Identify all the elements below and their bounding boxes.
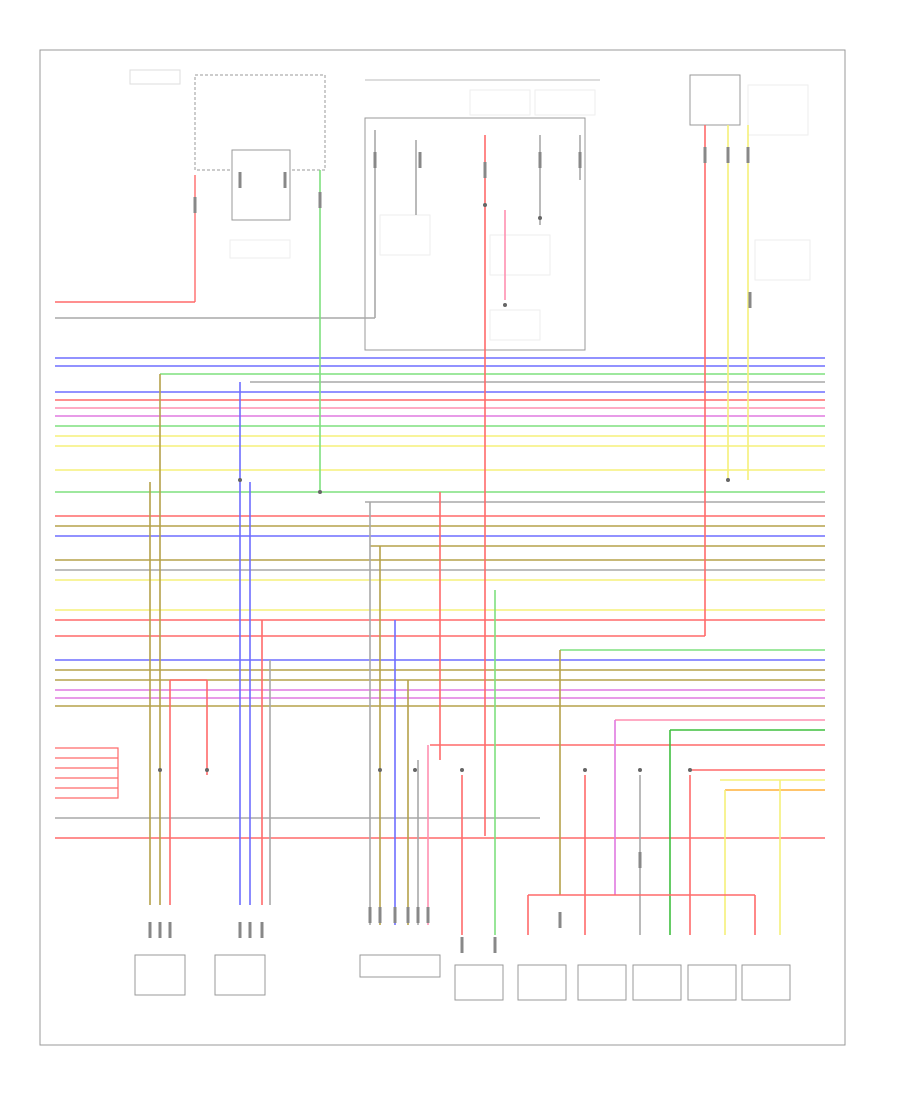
connector-dot (413, 768, 417, 772)
connector-dot (378, 768, 382, 772)
sensor-connector-left (134, 954, 186, 996)
wire-tag (578, 152, 582, 168)
wire-tag (558, 912, 562, 928)
connector-dot (238, 478, 242, 482)
wire-tag (748, 292, 752, 308)
sensor-connector-bank (359, 954, 441, 978)
wire-tag (373, 152, 377, 168)
connector-dot (726, 478, 730, 482)
coil-2 (517, 964, 567, 1001)
wire-tag (416, 907, 420, 923)
wire-tag (368, 907, 372, 923)
diagram-frame (39, 49, 846, 1046)
bottom-components (134, 954, 791, 1001)
connector-dot (205, 768, 209, 772)
wire-tag (406, 907, 410, 923)
connector-dot (318, 490, 322, 494)
wire-tag (418, 152, 422, 168)
connector-dot (483, 203, 487, 207)
wire-tag (393, 907, 397, 923)
wire-tag (283, 172, 287, 188)
wire-tag (746, 147, 750, 163)
wire-tag (148, 922, 152, 938)
wire-tag (460, 937, 464, 953)
wire-tag (703, 147, 707, 163)
wire-tag (248, 922, 252, 938)
wire-tag (260, 922, 264, 938)
control-module-component (689, 74, 811, 281)
connector-dot (158, 768, 162, 772)
wire-tag (726, 147, 730, 163)
wire-tag (426, 907, 430, 923)
wire-tag (493, 937, 497, 953)
wire-tag (483, 162, 487, 178)
wire-tag (378, 907, 382, 923)
connector-dot (460, 768, 464, 772)
connector-dot (538, 216, 542, 220)
wire-tag (638, 852, 642, 868)
vertical-wires (148, 125, 781, 953)
wire-tag (538, 152, 542, 168)
wire-tag (238, 172, 242, 188)
wire-tag (193, 197, 197, 213)
connector-dot (583, 768, 587, 772)
fuel-relay-component (364, 79, 600, 351)
coil-5 (687, 964, 737, 1001)
coil-6 (741, 964, 791, 1001)
wire-tag (158, 922, 162, 938)
relay-box-component (129, 69, 326, 259)
wire-tag (318, 192, 322, 208)
connector-dot (688, 768, 692, 772)
connector-dot (503, 303, 507, 307)
coil-1 (454, 964, 504, 1001)
connector-dot (638, 768, 642, 772)
wire-tag (168, 922, 172, 938)
coil-3 (577, 964, 627, 1001)
splice-loop (55, 747, 119, 799)
sensor-connector-middle (214, 954, 266, 996)
coil-4 (632, 964, 682, 1001)
wire-tag (238, 922, 242, 938)
